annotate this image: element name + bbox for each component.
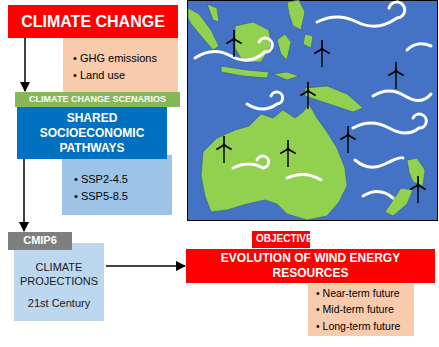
ocean bbox=[188, 1, 438, 221]
wind-swirls bbox=[195, 2, 431, 198]
flow-arrow bbox=[106, 265, 185, 267]
heading-box: CLIMATE CHANGE bbox=[8, 5, 178, 38]
node-text: OBJECTIVE bbox=[256, 233, 306, 246]
pathway-box: SHARED SOCIOECONOMIC PATHWAYS bbox=[17, 107, 167, 159]
node-text: CLIMATE PROJECTIONS bbox=[18, 261, 100, 289]
band-label: CLIMATE CHANGE SCENARIOS bbox=[15, 92, 180, 107]
node-text: • Land use bbox=[73, 69, 174, 83]
flow-arrow bbox=[24, 38, 26, 91]
map-illustration bbox=[187, 0, 438, 221]
wind-turbines bbox=[216, 30, 425, 203]
node-text: • Long-term future bbox=[316, 320, 410, 333]
node-text: CMIP6 bbox=[12, 234, 68, 248]
bullet-box: • SSP2-4.5 • SSP5-8.5 bbox=[62, 155, 172, 215]
node-text: CLIMATE CHANGE bbox=[12, 12, 174, 32]
node-text: • GHG emissions bbox=[73, 52, 174, 66]
node-text: • SSP5-8.5 bbox=[74, 190, 168, 204]
node-text: EVOLUTION OF WIND ENERGY RESOURCES bbox=[190, 251, 431, 281]
bullet-box: • Near-term future • Mid-term future • Lon… bbox=[308, 284, 414, 336]
node-text: • SSP2-4.5 bbox=[74, 173, 168, 187]
node-text: CLIMATE CHANGE SCENARIOS bbox=[19, 94, 176, 105]
node-text: • Mid-term future bbox=[316, 303, 410, 316]
projection-box: CLIMATE PROJECTIONS 21st Century bbox=[14, 243, 104, 321]
flow-arrow bbox=[23, 159, 25, 231]
bullet-box: • GHG emissions • Land use bbox=[63, 38, 178, 96]
model-label: CMIP6 bbox=[8, 232, 72, 250]
objective-label: OBJECTIVE bbox=[252, 231, 310, 248]
node-text: 21st Century bbox=[18, 297, 100, 311]
node-text: • Near-term future bbox=[316, 287, 410, 300]
objective-box: EVOLUTION OF WIND ENERGY RESOURCES bbox=[186, 249, 435, 283]
land bbox=[188, 0, 425, 220]
node-text: SHARED SOCIOECONOMIC PATHWAYS bbox=[21, 111, 163, 156]
